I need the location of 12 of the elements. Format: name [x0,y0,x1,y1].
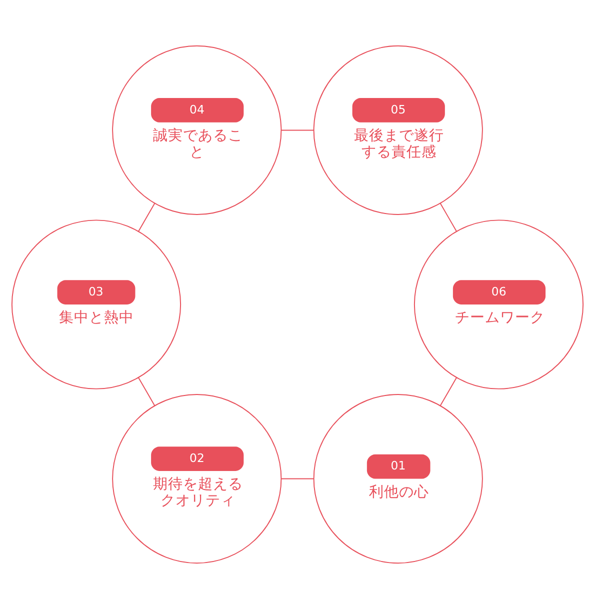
node-circle: 04 誠実であること [112,45,282,216]
connector [440,202,457,232]
node-circle: 03 集中と熱中 [11,220,182,390]
connector [280,478,314,480]
connector [440,377,457,406]
node-circle: 05 最後まで遂行する責任感 [313,45,483,216]
connector [280,130,314,131]
connector [138,377,156,406]
node-circle: 06 チームワーク [414,220,584,390]
node-circle: 02 期待を超えるクオリティ [112,394,282,564]
connector [138,202,156,232]
node-circle: 01 利他の心 [313,394,483,564]
